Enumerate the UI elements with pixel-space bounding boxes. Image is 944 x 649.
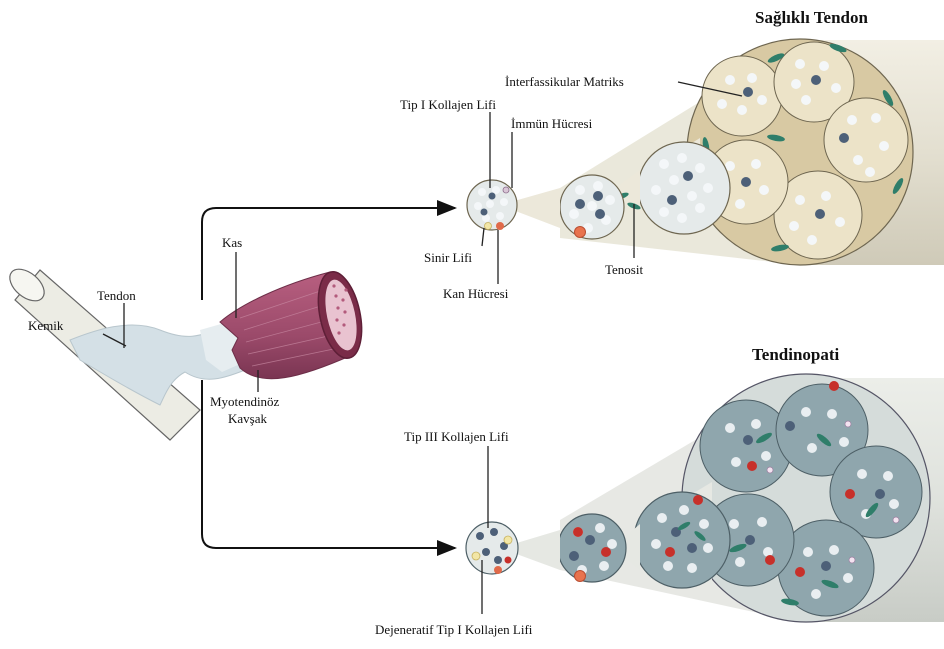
tendinopathy-illustration <box>466 374 944 622</box>
label-immune-cell: İmmün Hücresi <box>511 116 593 131</box>
label-tendon: Tendon <box>97 288 136 303</box>
label-tenocyte: Tenosit <box>605 262 643 277</box>
label-mtj-line1: Myotendinöz <box>210 394 280 409</box>
label-nerve-fiber: Sinir Lifi <box>424 250 472 265</box>
label-type3-collagen: Tip III Kollajen Lifi <box>404 429 509 444</box>
label-mtj-line2: Kavşak <box>228 411 267 426</box>
label-type1-collagen: Tip I Kollajen Lifi <box>400 97 496 112</box>
muscle-illustration <box>220 268 369 379</box>
title-healthy-tendon: Sağlıklı Tendon <box>755 8 868 27</box>
label-interfascicular-matrix: İnterfassikular Matriks <box>505 74 624 89</box>
label-degenerative-collagen: Dejeneratif Tip I Kollajen Lifi <box>375 622 533 637</box>
tendon-illustration <box>70 320 245 405</box>
label-blood-cell: Kan Hücresi <box>443 286 509 301</box>
label-bone: Kemik <box>28 318 64 333</box>
title-tendinopathy: Tendinopati <box>752 345 840 364</box>
healthy-tendon-illustration <box>467 39 944 265</box>
label-muscle: Kas <box>222 235 242 250</box>
